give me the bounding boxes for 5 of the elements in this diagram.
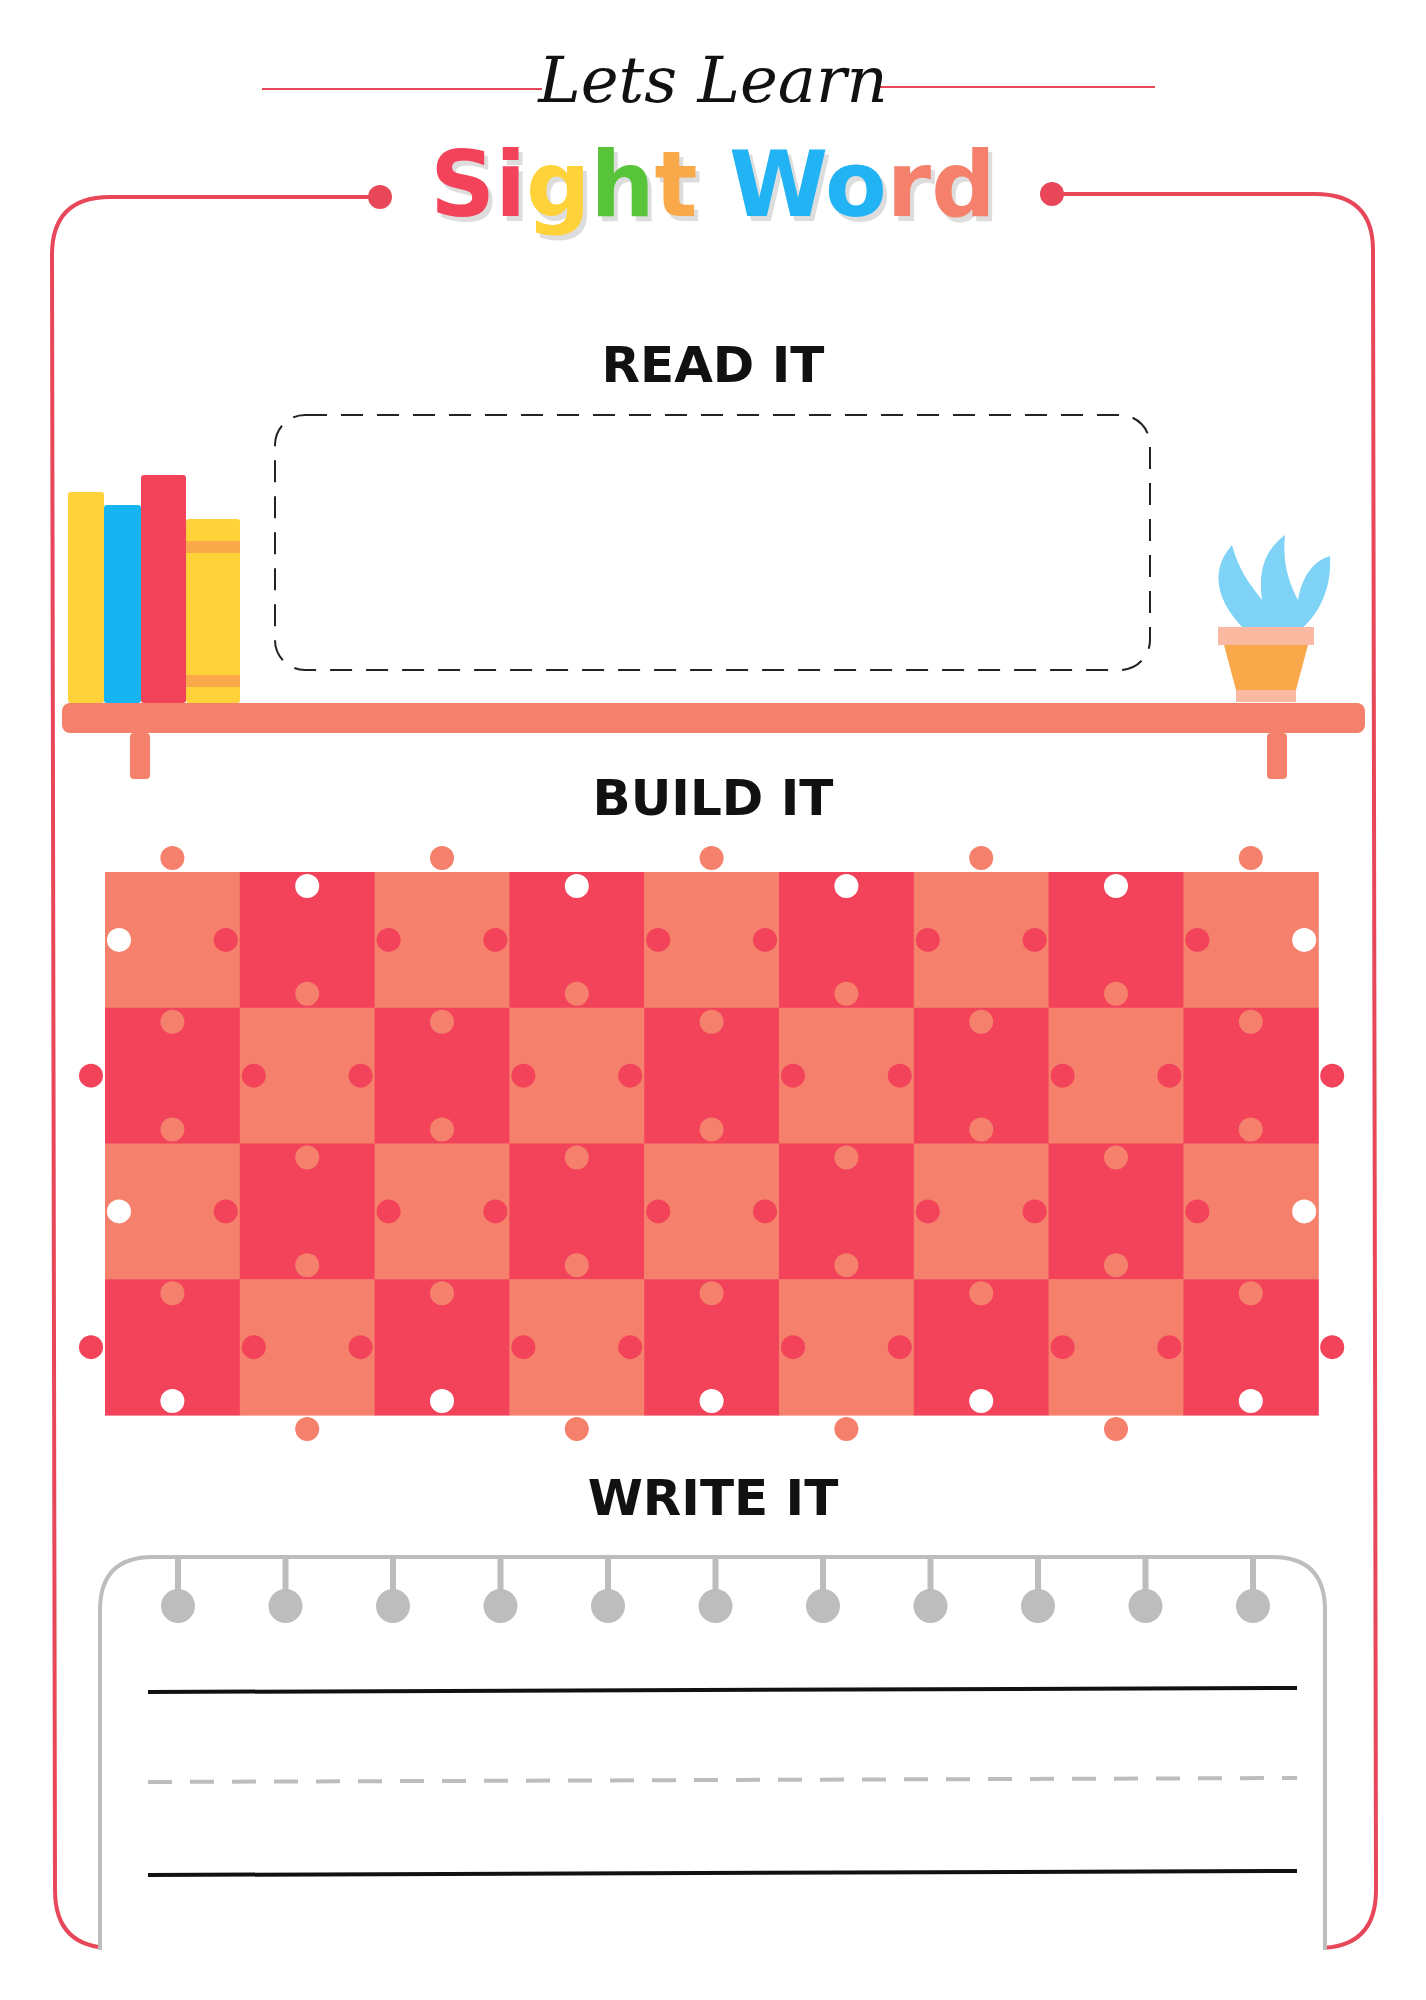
section-heading: READ IT — [601, 340, 825, 390]
worksheet-title: Lets Learn — [538, 43, 888, 117]
worksheet-heading: Sight Word — [430, 132, 996, 237]
section-heading: WRITE IT — [587, 1473, 839, 1523]
section-heading: BUILD IT — [592, 773, 834, 823]
